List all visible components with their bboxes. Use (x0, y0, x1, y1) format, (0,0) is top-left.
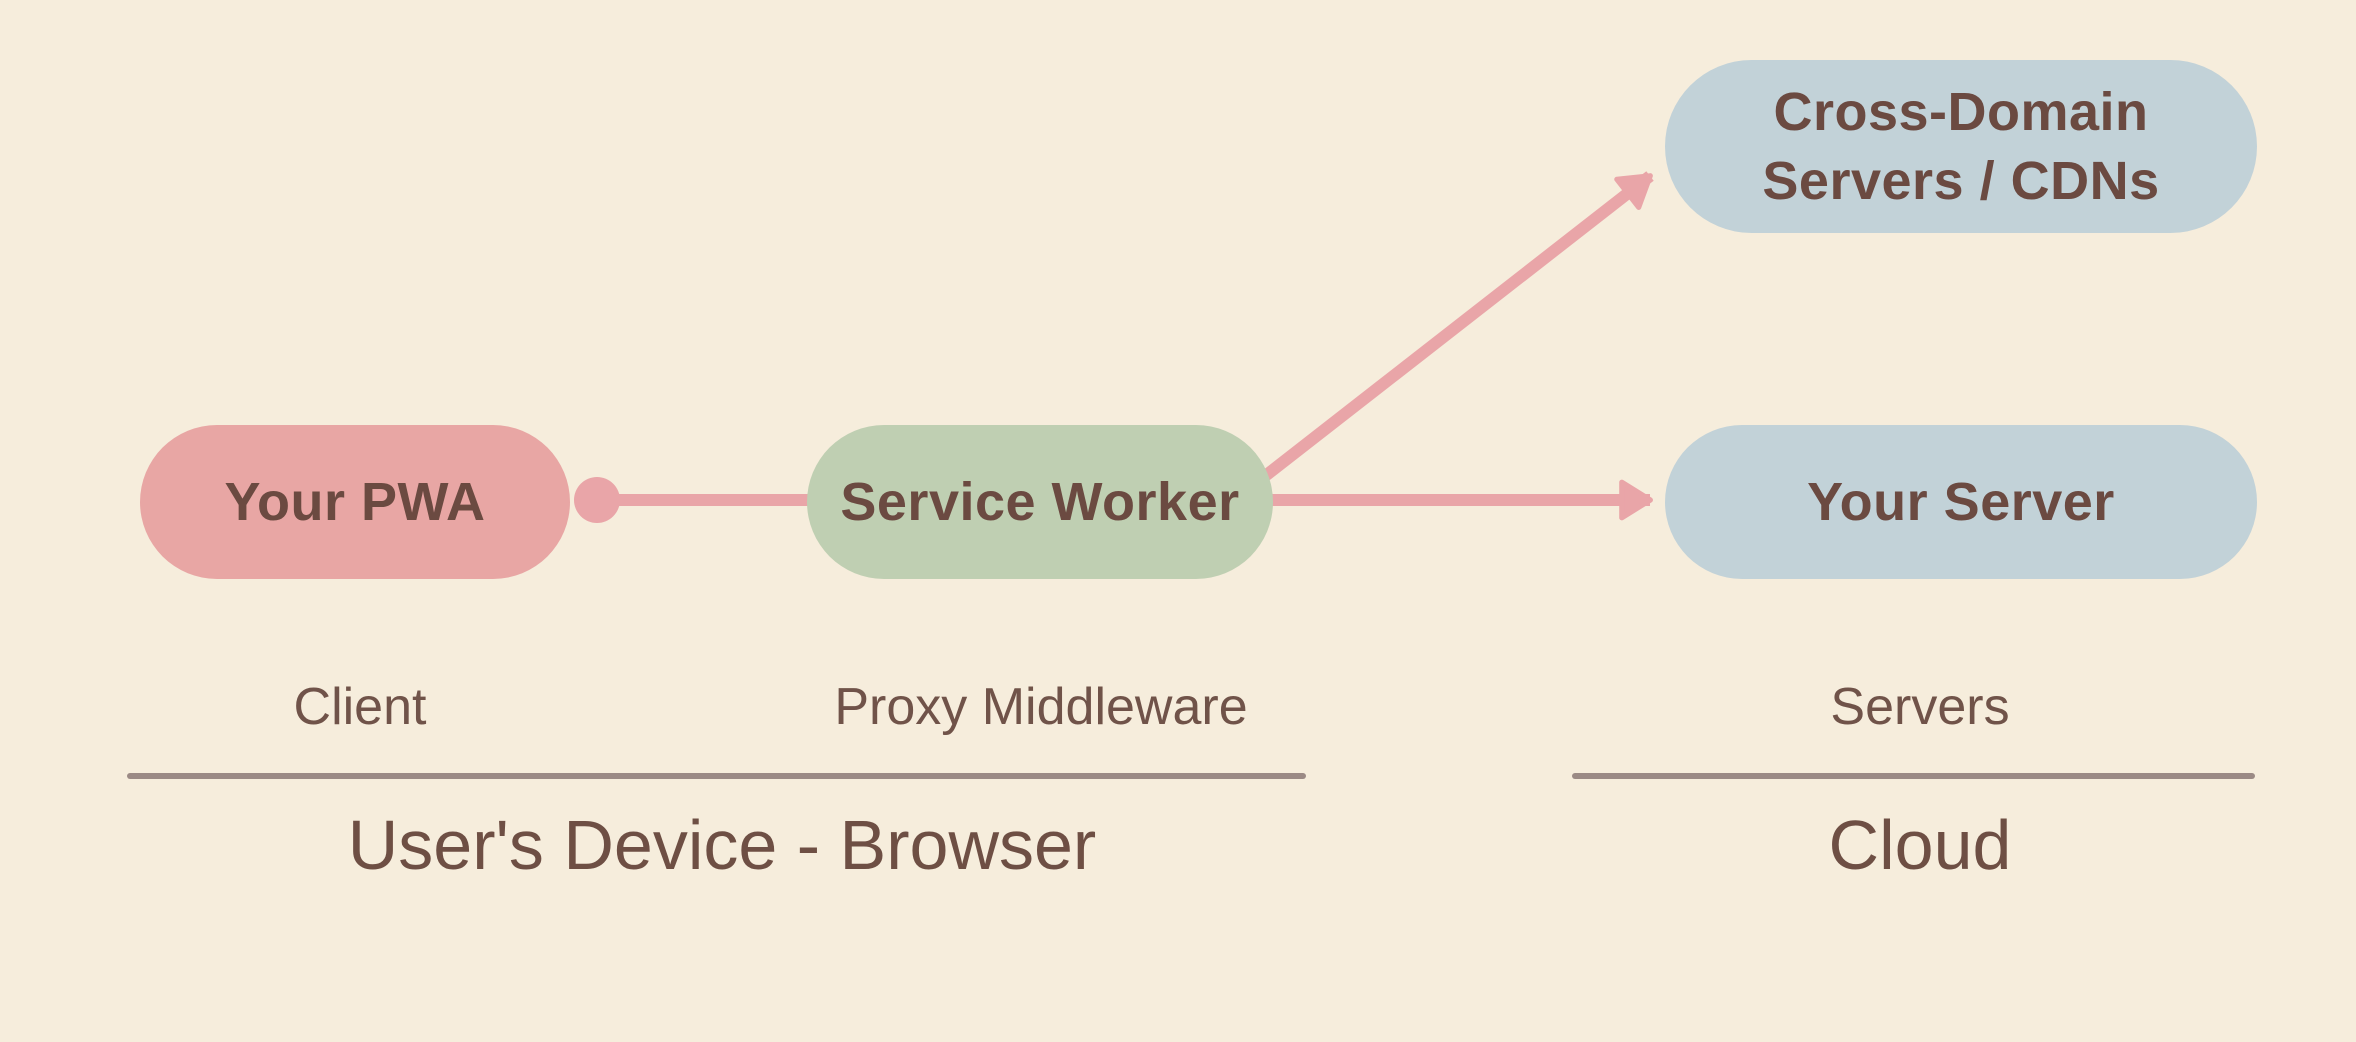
group-label-users-device-browser: User's Device - Browser (347, 806, 1097, 884)
node-your-pwa-label: Your PWA (224, 471, 486, 532)
section-label-client: Client (293, 678, 427, 736)
divider-cloud (1572, 773, 2255, 779)
node-your-server: Your Server (1665, 425, 2257, 579)
node-cross-domain-label-line2: Servers / CDNs (1762, 150, 2160, 211)
divider-users-device (127, 773, 1306, 779)
section-label-proxy-middleware: Proxy Middleware (834, 678, 1248, 736)
section-label-servers: Servers (1830, 678, 2010, 736)
node-service-worker: Service Worker (807, 425, 1273, 579)
node-cross-domain-servers: Cross-Domain Servers / CDNs (1665, 60, 2257, 233)
arrow-sw-to-cdn (1256, 171, 1654, 485)
node-service-worker-label: Service Worker (840, 471, 1240, 532)
node-cross-domain-label-line1: Cross-Domain (1773, 82, 2149, 143)
node-your-pwa: Your PWA (140, 425, 570, 579)
connection-dot (574, 477, 620, 523)
group-label-cloud: Cloud (1828, 806, 2012, 884)
node-your-server-label: Your Server (1807, 471, 2115, 532)
